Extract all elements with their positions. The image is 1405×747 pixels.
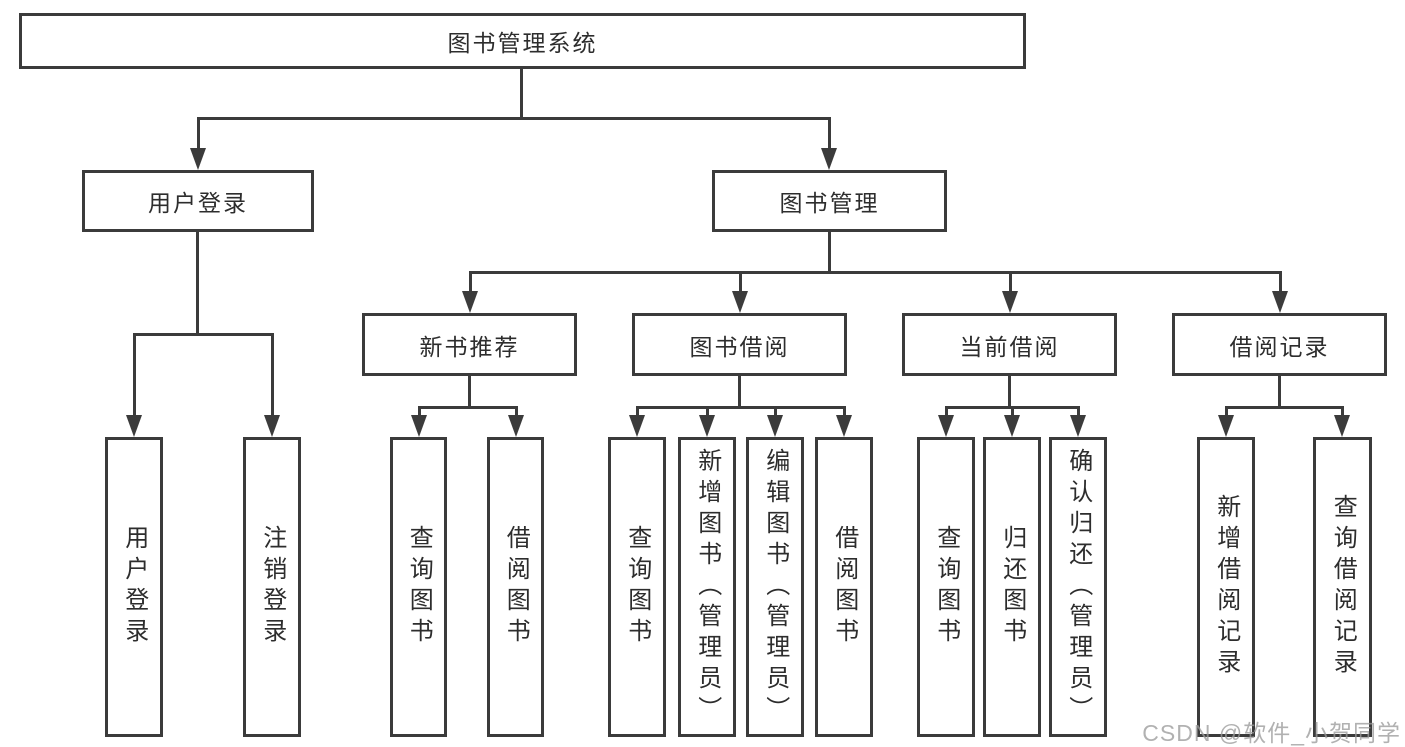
leaf-return-book: 归还图书 <box>983 437 1041 737</box>
leaf-confirm-return-admin: 确认归还（管理员） <box>1049 437 1107 737</box>
leaf-borrow-book-recommend: 借阅图书 <box>487 437 544 737</box>
leaf-borrow-book: 借阅图书 <box>815 437 873 737</box>
node-book-management: 图书管理 <box>712 170 947 232</box>
arrow-down-icon <box>699 415 715 437</box>
leaf-logout: 注销登录 <box>243 437 301 737</box>
leaf-borrow-book-recommend-label: 借阅图书 <box>502 525 530 649</box>
leaf-user-login-label: 用户登录 <box>120 525 148 649</box>
node-new-book-recommendation-label: 新书推荐 <box>419 333 520 360</box>
connector-line <box>418 406 421 417</box>
leaf-add-book-admin: 新增图书（管理员） <box>678 437 736 737</box>
leaf-borrow-book-label: 借阅图书 <box>830 525 858 649</box>
connector-line <box>1225 406 1228 417</box>
leaf-add-book-admin-label: 新增图书（管理员） <box>693 447 721 727</box>
connector-line <box>196 232 199 336</box>
connector-line <box>945 406 948 417</box>
leaf-query-borrow-record-label: 查询借阅记录 <box>1329 494 1357 680</box>
node-book-management-label: 图书管理 <box>779 190 880 216</box>
node-user-login: 用户登录 <box>82 170 314 232</box>
leaf-query-book-borrow: 查询图书 <box>608 437 666 737</box>
connector-line <box>706 406 709 417</box>
arrow-down-icon <box>821 148 837 170</box>
leaf-edit-book-admin-label: 编辑图书（管理员） <box>761 447 789 727</box>
leaf-query-book-recommend: 查询图书 <box>390 437 447 737</box>
arrow-down-icon <box>836 415 852 437</box>
connector-line <box>774 406 777 417</box>
arrow-down-icon <box>732 291 748 313</box>
leaf-return-book-label: 归还图书 <box>998 525 1026 649</box>
node-borrowing-records: 借阅记录 <box>1172 313 1387 376</box>
connector-line <box>1011 406 1014 417</box>
node-root-label: 图书管理系统 <box>447 30 598 56</box>
connector-line <box>520 66 523 120</box>
node-current-borrowing-label: 当前借阅 <box>959 333 1060 360</box>
connector-line <box>515 406 518 417</box>
connector-line <box>133 333 274 336</box>
arrow-down-icon <box>629 415 645 437</box>
arrow-down-icon <box>767 415 783 437</box>
leaf-user-login: 用户登录 <box>105 437 163 737</box>
arrow-down-icon <box>1004 415 1020 437</box>
node-current-borrowing: 当前借阅 <box>902 313 1117 376</box>
connector-line <box>828 117 831 150</box>
connector-line <box>738 376 741 409</box>
connector-line <box>1077 406 1080 417</box>
arrow-down-icon <box>1218 415 1234 437</box>
node-user-login-label: 用户登录 <box>148 190 248 216</box>
leaf-query-book-current: 查询图书 <box>917 437 975 737</box>
leaf-logout-label: 注销登录 <box>258 525 286 649</box>
connector-line <box>843 406 846 417</box>
leaf-query-book-recommend-label: 查询图书 <box>405 525 433 649</box>
connector-line <box>1009 271 1012 293</box>
node-book-borrowing: 图书借阅 <box>632 313 847 376</box>
connector-line <box>469 271 472 293</box>
connector-line <box>1008 376 1011 409</box>
leaf-edit-book-admin: 编辑图书（管理员） <box>746 437 804 737</box>
connector-line <box>636 406 846 409</box>
leaf-add-borrow-record: 新增借阅记录 <box>1197 437 1255 737</box>
connector-line <box>271 333 274 417</box>
connector-line <box>1279 271 1282 293</box>
arrow-down-icon <box>190 148 206 170</box>
connector-line <box>828 232 831 274</box>
arrow-down-icon <box>508 415 524 437</box>
connector-line <box>468 376 471 409</box>
arrow-down-icon <box>1272 291 1288 313</box>
arrow-down-icon <box>126 415 142 437</box>
leaf-query-book-borrow-label: 查询图书 <box>623 525 651 649</box>
connector-line <box>197 117 831 120</box>
connector-line <box>197 117 200 150</box>
csdn-watermark: CSDN @软件_小贺同学 <box>1142 720 1401 746</box>
connector-line <box>469 271 1282 274</box>
node-borrowing-records-label: 借阅记录 <box>1229 333 1330 360</box>
leaf-query-borrow-record: 查询借阅记录 <box>1313 437 1372 737</box>
arrow-down-icon <box>938 415 954 437</box>
connector-line <box>1278 376 1281 409</box>
leaf-add-borrow-record-label: 新增借阅记录 <box>1212 494 1240 680</box>
leaf-confirm-return-admin-label: 确认归还（管理员） <box>1064 447 1092 727</box>
leaf-query-book-current-label: 查询图书 <box>932 525 960 649</box>
node-new-book-recommendation: 新书推荐 <box>362 313 577 376</box>
arrow-down-icon <box>462 291 478 313</box>
connector-line <box>739 271 742 293</box>
arrow-down-icon <box>1070 415 1086 437</box>
connector-line <box>1225 406 1344 409</box>
arrow-down-icon <box>1334 415 1350 437</box>
connector-line <box>1341 406 1344 417</box>
arrow-down-icon <box>264 415 280 437</box>
connector-line <box>636 406 639 417</box>
arrow-down-icon <box>411 415 427 437</box>
node-root: 图书管理系统 <box>19 13 1026 69</box>
connector-line <box>418 406 518 409</box>
arrow-down-icon <box>1002 291 1018 313</box>
connector-line <box>133 333 136 417</box>
node-book-borrowing-label: 图书借阅 <box>689 333 790 360</box>
